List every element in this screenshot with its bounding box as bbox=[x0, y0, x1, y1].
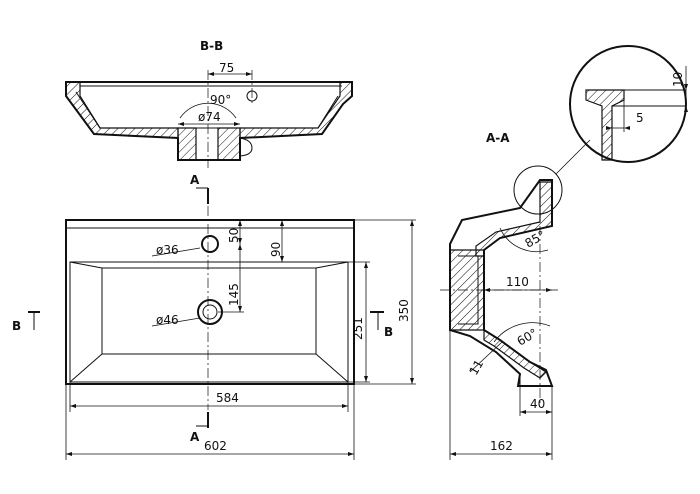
angle-90-label: 90° bbox=[210, 93, 231, 107]
section-b-right-label: B bbox=[384, 325, 393, 339]
dim-75-label: 75 bbox=[219, 61, 234, 75]
bowl-bottom-outline bbox=[101, 267, 317, 355]
bowl-corner-br bbox=[315, 353, 349, 383]
bowl-corner-tl bbox=[69, 261, 103, 269]
dim-5-arrows bbox=[606, 126, 630, 130]
dim-162-label: 162 bbox=[490, 439, 513, 453]
section-bb-title: B-B bbox=[200, 39, 223, 53]
bb-left-wall-hatch bbox=[65, 81, 179, 139]
tap-hole bbox=[201, 235, 219, 253]
section-a-bottom-label: A bbox=[190, 430, 200, 444]
dim-251-label: 251 bbox=[351, 317, 365, 340]
dim-602-label: 602 bbox=[204, 439, 227, 453]
section-bb: B-B 75 90° ø74 bbox=[65, 39, 353, 168]
dim-dia46-leader bbox=[151, 317, 201, 327]
detail-enlarged-circle bbox=[569, 45, 687, 163]
dim-10-label: 10 bbox=[671, 72, 685, 87]
dim-145-label: 145 bbox=[227, 283, 241, 306]
dim-dia36-leader bbox=[151, 247, 201, 257]
plan-view: A A ø36 ø46 50 90 145 bbox=[12, 173, 416, 460]
angle-60-arc bbox=[493, 322, 551, 343]
basin-outer-outline bbox=[65, 219, 355, 385]
dim-10-arrows bbox=[684, 84, 688, 112]
dim-90-label: 90 bbox=[269, 242, 283, 257]
detail-callout-circle bbox=[513, 165, 563, 215]
dim-584-label: 584 bbox=[216, 391, 239, 405]
bowl-corner-tr bbox=[315, 261, 349, 269]
dim-dia36-label: ø36 bbox=[156, 243, 179, 257]
dim-50-label: 50 bbox=[227, 228, 241, 243]
dim-11-label: 11 bbox=[466, 357, 486, 377]
bowl-outer-outline bbox=[69, 261, 349, 383]
bowl-corner-bl bbox=[69, 353, 103, 383]
detail-callout-leader bbox=[555, 139, 591, 175]
dim-110-label: 110 bbox=[506, 275, 529, 289]
section-aa-title: A-A bbox=[486, 131, 510, 145]
dim-5-label: 5 bbox=[636, 111, 644, 125]
dim-40-label: 40 bbox=[530, 397, 545, 411]
angle-90-arc bbox=[179, 102, 237, 119]
angle-60-label: 60° bbox=[515, 326, 540, 349]
section-a-top-label: A bbox=[190, 173, 200, 187]
bb-right-wall-hatch bbox=[239, 81, 353, 139]
dim-dia46-label: ø46 bbox=[156, 313, 179, 327]
dim-dia74-label: ø74 bbox=[198, 110, 221, 124]
drain-inner bbox=[202, 304, 218, 320]
bb-overflow-bump bbox=[239, 137, 253, 157]
section-b-left-label: B bbox=[12, 319, 21, 333]
detail-wall-hatch bbox=[585, 89, 625, 161]
dim-50-arrows bbox=[238, 220, 242, 244]
bb-drain-left-hatch bbox=[177, 127, 197, 161]
dim-11-line bbox=[469, 341, 503, 373]
section-aa: A-A 85° 110 60° 11 40 bbox=[440, 45, 688, 460]
angle-85-arc bbox=[499, 227, 549, 253]
bb-drain-right-hatch bbox=[217, 127, 241, 161]
dim-350-label: 350 bbox=[397, 299, 411, 322]
